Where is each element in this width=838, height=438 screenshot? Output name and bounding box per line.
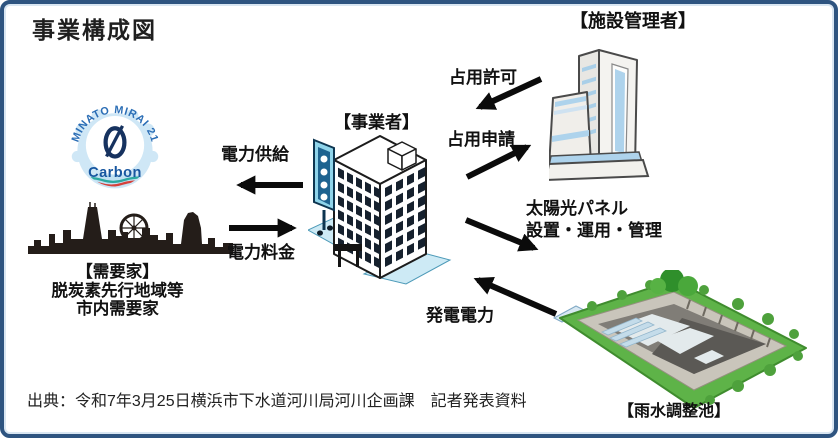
flow-label-power-fee: 電力料金 bbox=[227, 243, 295, 262]
arrow-panel-ops bbox=[464, 217, 539, 252]
flow-label-permit: 占用許可 bbox=[449, 68, 517, 87]
bank-bushes bbox=[587, 280, 803, 405]
consumers-label: 【需要家】 bbox=[76, 263, 159, 281]
vertical-window-pane bbox=[615, 69, 625, 153]
flow-label-application: 占用申請 bbox=[447, 130, 515, 149]
wall-columns bbox=[686, 299, 771, 348]
logo-carbon-text: Carbon bbox=[88, 165, 142, 181]
facility-manager-building-illustration bbox=[549, 49, 650, 181]
arrow-application bbox=[465, 144, 532, 180]
solar-panel-rows bbox=[601, 317, 667, 348]
arrow-generated-power bbox=[473, 276, 558, 317]
flow-label-generated-power: 発電電力 bbox=[426, 306, 494, 325]
page-title: 事業構成図 bbox=[32, 17, 157, 43]
minato-mirai-zero-carbon-logo-icon: MINATO MIRAI 21 Carbon bbox=[70, 104, 160, 189]
operator-building-illustration bbox=[308, 135, 452, 285]
building-base bbox=[549, 151, 650, 181]
blue-sign bbox=[313, 138, 335, 230]
rooftop-cube bbox=[387, 141, 417, 171]
flow-label-power-supply: 電力供給 bbox=[221, 145, 289, 164]
arrow-permit bbox=[475, 76, 543, 110]
pond-label: 【雨水調整池】 bbox=[618, 403, 731, 420]
front-tower bbox=[549, 91, 592, 169]
consumers-sub1: 脱炭素先行地域等 bbox=[51, 281, 184, 300]
operator-label: 【事業者】 bbox=[334, 113, 419, 132]
skyline-shape bbox=[28, 207, 233, 254]
facility-manager-label: 【施設管理者】 bbox=[570, 11, 696, 31]
tree-icon bbox=[650, 270, 698, 296]
consumers-label-block: 【需要家】 脱炭素先行地域等 市内需要家 bbox=[20, 263, 215, 319]
source-note: 出典：令和7年3月25日横浜市下水道河川局河川企画課 記者発表資料 bbox=[27, 393, 527, 410]
retention-pond-illustration bbox=[552, 270, 807, 409]
consumers-sub2: 市内需要家 bbox=[76, 300, 159, 318]
city-skyline-silhouette bbox=[28, 202, 233, 254]
entrance-canopy bbox=[334, 244, 362, 267]
logo-zero-icon bbox=[103, 125, 127, 159]
antenna-icon bbox=[89, 202, 96, 207]
flow-label-panel-ops: 太陽光パネル 設置・運用・管理 bbox=[526, 199, 662, 240]
